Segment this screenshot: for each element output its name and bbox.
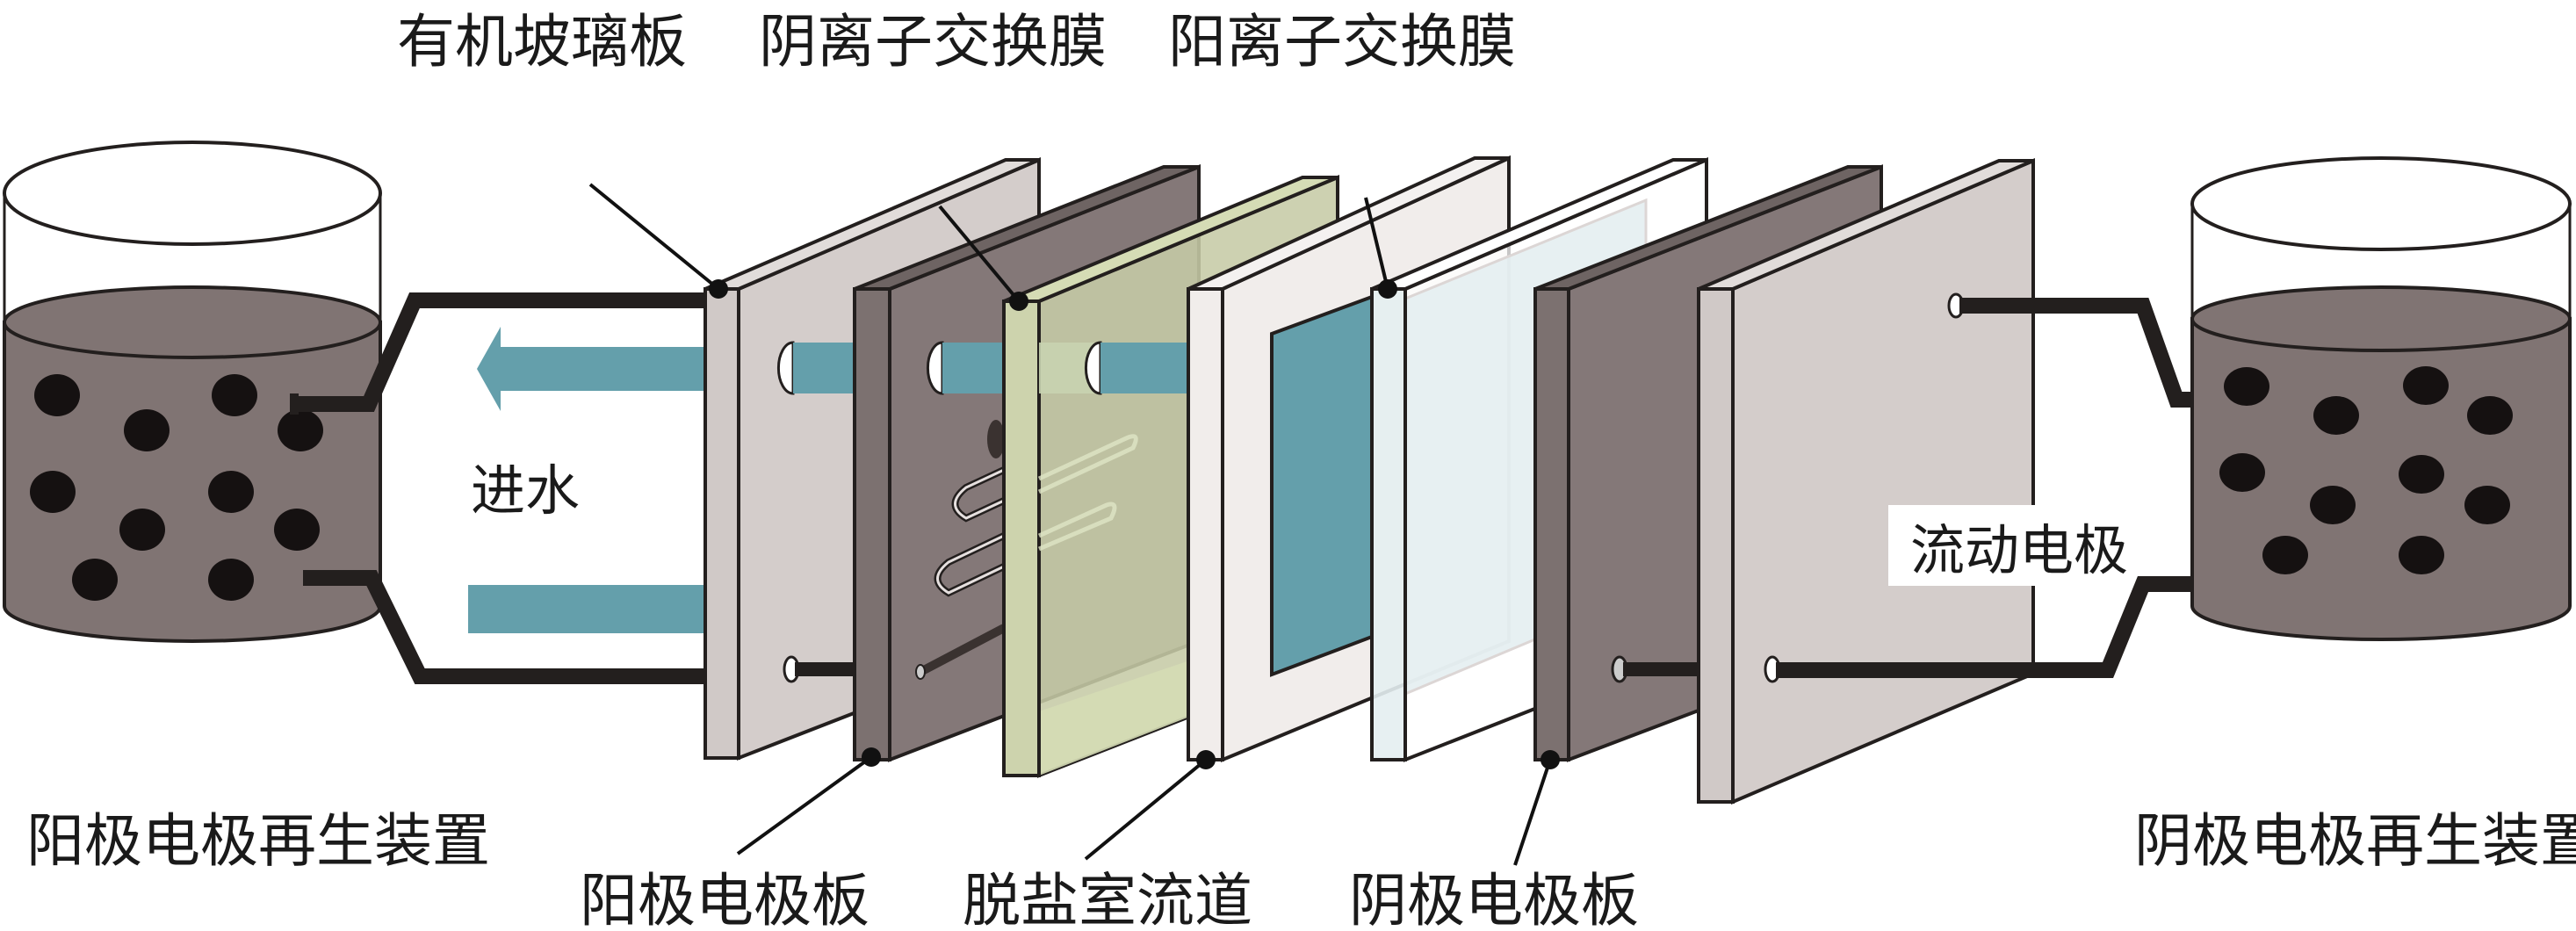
leader-anion-membrane [938, 205, 1021, 303]
cathode-regeneration-device-label: 阴极电极再生装置 [2134, 807, 2576, 875]
cathode-regeneration-beaker [2190, 156, 2572, 641]
leader-dot [862, 747, 881, 767]
anode-return-pipe [303, 570, 705, 684]
water-inlet-arrows [468, 327, 711, 633]
cathode-beaker-rim [2190, 156, 2572, 251]
particle [2310, 486, 2356, 524]
water-inlet-bar [468, 585, 711, 633]
serpentine-channel-inner [936, 468, 1005, 595]
leader-dot [1378, 279, 1397, 299]
plexiglass-plate-label: 有机坡璃板 [397, 8, 687, 76]
inlet-hole [776, 341, 795, 395]
particle [208, 559, 254, 601]
cathode-plate-label: 阴极电极板 [1349, 867, 1639, 931]
particle [208, 471, 254, 513]
anode-plate-edge [853, 287, 891, 761]
inlet-hole [926, 341, 944, 395]
leader-dot [1009, 292, 1028, 311]
leader-lines [588, 183, 1560, 866]
inlet-hole [1084, 341, 1102, 395]
particle [72, 559, 118, 601]
particle [2262, 536, 2308, 574]
leader-dot [709, 279, 728, 299]
particle [274, 509, 320, 551]
serpentine-ghost [1037, 434, 1138, 552]
flow-electrode-label-bg [1888, 505, 2132, 586]
particle [212, 374, 257, 416]
water-channel [942, 343, 1004, 393]
cathode-return-pipe [1776, 576, 2226, 678]
anode-outlet-pipe [294, 292, 705, 412]
particle [34, 374, 80, 416]
frame-edge [1187, 287, 1224, 761]
cation-membrane-edge [1370, 287, 1407, 761]
pipe-arrow-tip [290, 393, 299, 415]
leader-dot [1196, 750, 1216, 769]
right-plexiglass-plate [1697, 157, 2035, 805]
plexiglass-edge [1697, 287, 1735, 804]
leader-dot [1541, 750, 1560, 769]
water-channel [1100, 343, 1188, 393]
anode-regeneration-beaker [2, 141, 382, 643]
desalination-channel-window [1270, 294, 1374, 677]
desalination-channel-label: 脱盐室流道 [963, 867, 1252, 931]
cathode-electrode-particles [2219, 366, 2513, 574]
anode-electrode-particles [30, 374, 323, 601]
particle [278, 409, 323, 451]
particle [119, 509, 165, 551]
cathode-plate-edge [1533, 287, 1570, 761]
particle [30, 471, 76, 513]
anode-plate-label: 阳极电极板 [580, 867, 869, 931]
particle [2464, 486, 2510, 524]
leader-anode-plate [736, 755, 873, 855]
particle [2219, 453, 2265, 492]
leader-cathode-plate [1513, 759, 1552, 866]
plexiglass-edge [704, 287, 740, 760]
anode-regeneration-device-label: 阳极电极再生装置 [26, 807, 490, 875]
channel-outlet [918, 624, 1007, 676]
particle [2399, 455, 2444, 494]
particle [2399, 536, 2444, 574]
water-channel [793, 343, 856, 393]
cation-exchange-membrane-label: 阳离子交换膜 [1168, 8, 1516, 76]
particle [2313, 396, 2359, 435]
particle [124, 409, 170, 451]
leader-desalination-channel [1084, 758, 1208, 861]
channel-inlet-shadow [987, 420, 1005, 458]
leader-cation-membrane [1364, 197, 1389, 290]
anode-loop-pipes [290, 292, 705, 684]
leader-plexiglass [588, 183, 720, 291]
anion-exchange-membrane-label: 阴离子交换膜 [759, 8, 1107, 76]
water-outlet-arrow-shaft [501, 347, 711, 391]
water-outlet-arrow-head [477, 327, 501, 411]
flow-electrode-label: 流动电极 [1910, 518, 2128, 582]
particle [2224, 367, 2269, 406]
particle [2403, 366, 2449, 405]
anode-liquid-surface [3, 285, 382, 359]
particle [2467, 396, 2513, 435]
anode-beaker-rim [3, 141, 382, 246]
channel-port [915, 664, 926, 680]
water-inlet-label: 进水 [471, 458, 580, 523]
anion-membrane-edge [1002, 300, 1041, 777]
cathode-liquid-surface [2190, 285, 2572, 352]
